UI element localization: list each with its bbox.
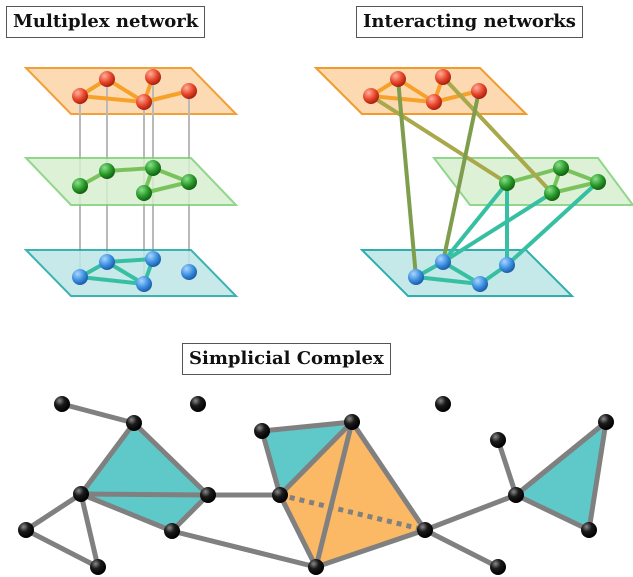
node [272,487,288,503]
node [590,174,606,190]
node [99,163,115,179]
node [190,396,206,412]
node [136,185,152,201]
node [471,83,487,99]
node [490,559,506,575]
node [308,559,324,575]
simplicial-title: Simplicial Complex [182,343,391,375]
hidden-edge-dotted [279,492,426,533]
simplex-triangle-top [262,422,352,495]
node [553,160,569,176]
multiplex-network [23,67,239,297]
node [544,185,560,201]
multiplex-red-layer [23,67,239,115]
node [73,486,89,502]
multiplex-blue-layer [23,249,239,297]
multiplex-red-nodes [72,69,197,110]
node [72,269,88,285]
node [145,69,161,85]
interacting-green-nodes [499,160,606,201]
node [181,83,197,99]
node [581,522,597,538]
node [18,522,34,538]
node [508,487,524,503]
node [54,396,70,412]
interacting-cross-edges [369,75,600,279]
node [136,94,152,110]
node [490,432,506,448]
node [435,254,451,270]
interacting-blue-nodes [408,254,515,292]
node [426,94,442,110]
interacting-red-layer [313,67,529,115]
interacting-networks [313,67,633,297]
node [200,487,216,503]
node [598,414,614,430]
node [408,269,424,285]
node [435,396,451,412]
node [99,71,115,87]
node [99,254,115,270]
node [136,276,152,292]
node [145,160,161,176]
node [417,522,433,538]
multiplex-green-nodes [72,160,197,201]
node [499,175,515,191]
simplex-tetrahedron-left [81,423,208,531]
multiplex-green-layer [23,157,239,206]
node [145,251,161,267]
multiplex-title: Multiplex network [6,6,206,38]
simplicial-edges [23,401,609,570]
node [90,559,106,575]
node [181,174,197,190]
node [181,264,197,280]
node [164,523,180,539]
node [126,415,142,431]
simplex-triangle-right [516,422,606,530]
node [499,257,515,273]
node [390,71,406,87]
multiplex-blue-nodes [72,251,197,292]
interacting-red-nodes [363,69,487,110]
simplicial-complex [18,396,614,575]
node [72,88,88,104]
node [363,88,379,104]
interacting-title: Interacting networks [356,6,583,38]
interacting-blue-layer [359,249,575,297]
node [472,276,488,292]
node [435,69,451,85]
node [344,414,360,430]
simplicial-nodes [18,396,614,575]
node [254,423,270,439]
node [72,178,88,194]
